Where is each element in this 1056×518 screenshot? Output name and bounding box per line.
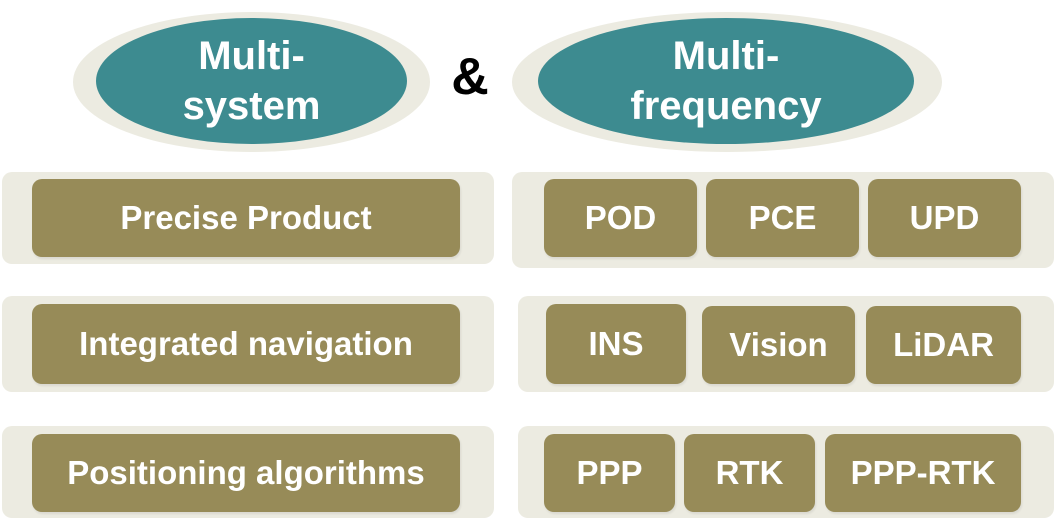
item-box-rtk: RTK [684,434,815,512]
item-box-upd: UPD [868,179,1021,257]
item-box-vision: Vision [702,306,855,384]
category-box-precise-product: Precise Product [32,179,460,257]
multi-system-ellipse: Multi- system [96,18,407,144]
item-box-ins: INS [546,304,686,384]
item-box-pce: PCE [706,179,859,257]
item-box-ppp-rtk: PPP-RTK [825,434,1021,512]
category-box-positioning-algorithms: Positioning algorithms [32,434,460,512]
item-box-ppp: PPP [544,434,675,512]
ampersand-connector: & [451,48,489,106]
multi-frequency-ellipse: Multi- frequency [538,18,914,144]
item-box-lidar: LiDAR [866,306,1021,384]
category-box-integrated-navigation: Integrated navigation [32,304,460,384]
item-box-pod: POD [544,179,697,257]
